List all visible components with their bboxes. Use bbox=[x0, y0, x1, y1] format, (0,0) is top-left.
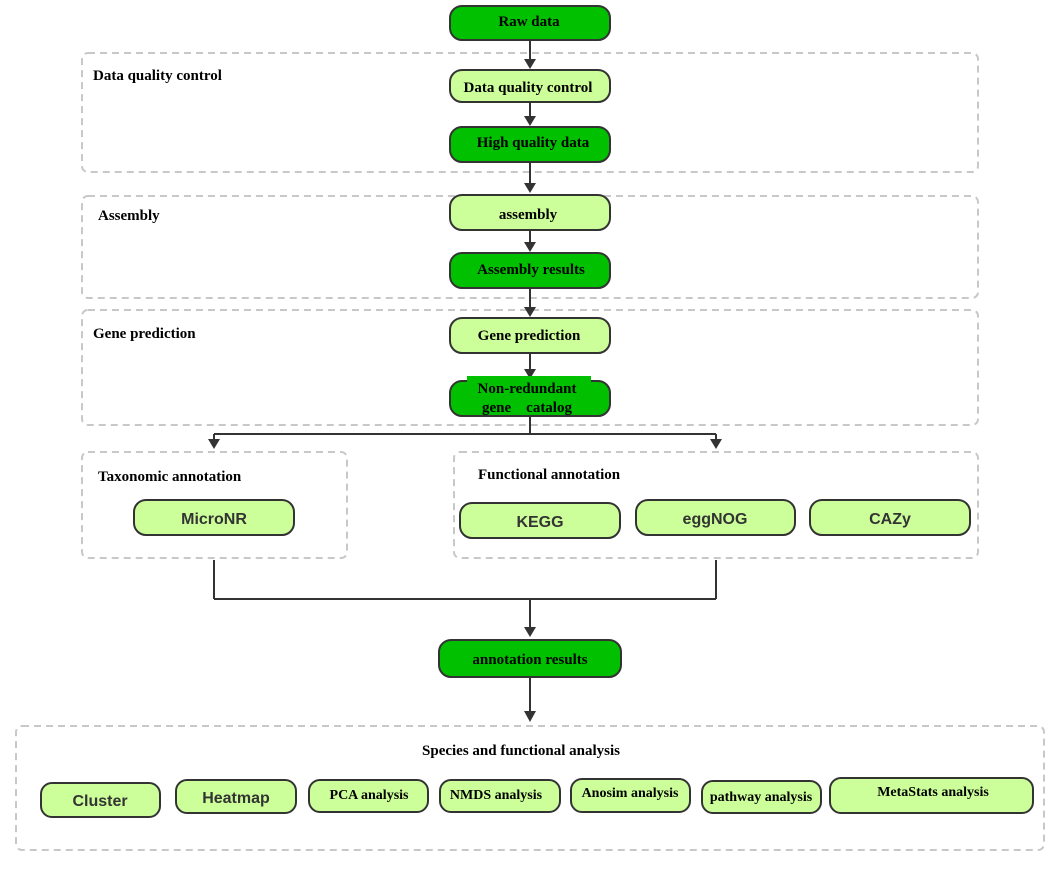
node-gene-prediction-label: Gene prediction bbox=[478, 328, 581, 344]
node-high-quality-data-label: High quality data bbox=[477, 135, 590, 151]
node-nmds-analysis bbox=[439, 779, 561, 813]
node-gene-catalog-label-1: Non-redundant bbox=[478, 381, 577, 397]
node-metastats-analysis-label: MetaStats analysis bbox=[877, 785, 989, 800]
node-eggnog-label: eggNOG bbox=[683, 511, 748, 528]
node-data-quality-control bbox=[449, 69, 611, 103]
node-raw-data-label: Raw data bbox=[498, 14, 560, 30]
node-nmds-analysis-label: NMDS analysis bbox=[450, 788, 543, 803]
group-label-qc: Data quality control bbox=[93, 68, 222, 84]
node-assembly-label: assembly bbox=[499, 207, 558, 223]
node-cazy bbox=[809, 499, 971, 536]
node-heatmap-label: Heatmap bbox=[202, 790, 270, 807]
node-assembly-results bbox=[449, 252, 611, 289]
node-cazy-label: CAZy bbox=[869, 511, 911, 528]
node-eggnog bbox=[635, 499, 796, 536]
node-pathway-analysis-label: pathway analysis bbox=[710, 790, 813, 805]
group-gene-prediction bbox=[81, 309, 979, 426]
node-assembly bbox=[449, 194, 611, 231]
node-annotation-results bbox=[438, 639, 622, 678]
group-label-analysis: Species and functional analysis bbox=[422, 743, 620, 759]
node-annotation-results-label: annotation results bbox=[472, 652, 587, 668]
node-cluster-label: Cluster bbox=[72, 793, 127, 810]
node-high-quality-data bbox=[449, 126, 611, 163]
node-assembly-results-label: Assembly results bbox=[477, 262, 585, 278]
node-pathway-analysis bbox=[701, 780, 822, 814]
node-pca-analysis-label: PCA analysis bbox=[330, 788, 410, 803]
node-kegg bbox=[459, 502, 621, 539]
group-data-quality-control bbox=[81, 52, 979, 173]
group-functional-annotation bbox=[453, 451, 979, 559]
node-heatmap bbox=[175, 779, 297, 814]
connectors bbox=[208, 40, 722, 722]
node-gene-prediction bbox=[449, 317, 611, 354]
group-taxonomic-annotation bbox=[81, 451, 348, 559]
node-metastats-analysis bbox=[829, 777, 1034, 814]
group-label-taxonomic: Taxonomic annotation bbox=[98, 469, 242, 485]
group-species-functional-analysis bbox=[15, 725, 1045, 851]
node-kegg-label: KEGG bbox=[516, 514, 563, 531]
label-highlight bbox=[467, 376, 591, 384]
node-gene-catalog-label-2: gene catalog bbox=[482, 400, 572, 416]
node-micronr-label: MicroNR bbox=[181, 511, 247, 528]
group-label-gene: Gene prediction bbox=[93, 326, 196, 342]
node-micronr bbox=[133, 499, 295, 536]
group-label-functional: Functional annotation bbox=[478, 467, 621, 483]
node-cluster bbox=[40, 782, 161, 818]
group-label-assembly: Assembly bbox=[98, 208, 160, 224]
node-pca-analysis bbox=[308, 779, 429, 813]
node-raw-data bbox=[449, 5, 611, 41]
node-data-quality-control-label: Data quality control bbox=[464, 80, 593, 96]
node-anosim-analysis-label: Anosim analysis bbox=[582, 786, 679, 801]
node-anosim-analysis bbox=[570, 778, 691, 813]
